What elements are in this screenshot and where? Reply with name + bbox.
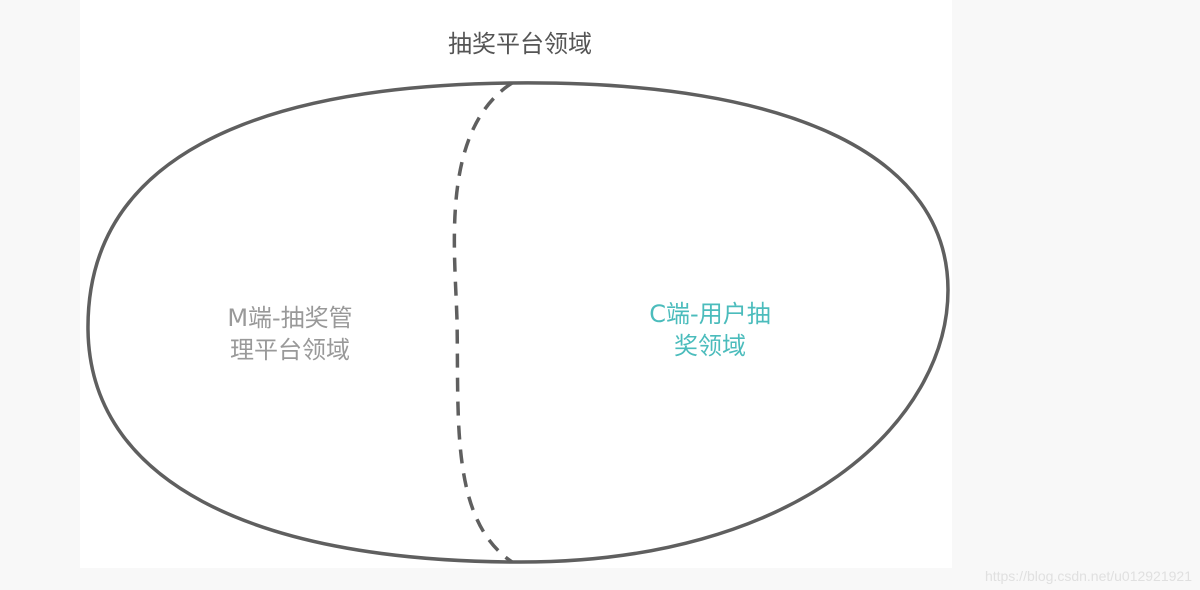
m-side-line1: M端-抽奖管 (227, 304, 353, 332)
diagram-canvas (80, 0, 952, 568)
platform-domain-boundary (86, 81, 950, 564)
c-side-line1: C端-用户抽 (649, 300, 771, 328)
diagram-title: 抽奖平台领域 (448, 30, 592, 58)
m-side-line2: 理平台领域 (230, 336, 350, 364)
c-side-domain-label: C端-用户抽 奖领域 (610, 298, 810, 362)
watermark: https://blog.csdn.net/u012921921 (984, 568, 1192, 584)
subdomain-divider-dashed (452, 81, 513, 564)
c-side-line2: 奖领域 (674, 332, 746, 360)
m-side-domain-label: M端-抽奖管 理平台领域 (200, 302, 380, 366)
